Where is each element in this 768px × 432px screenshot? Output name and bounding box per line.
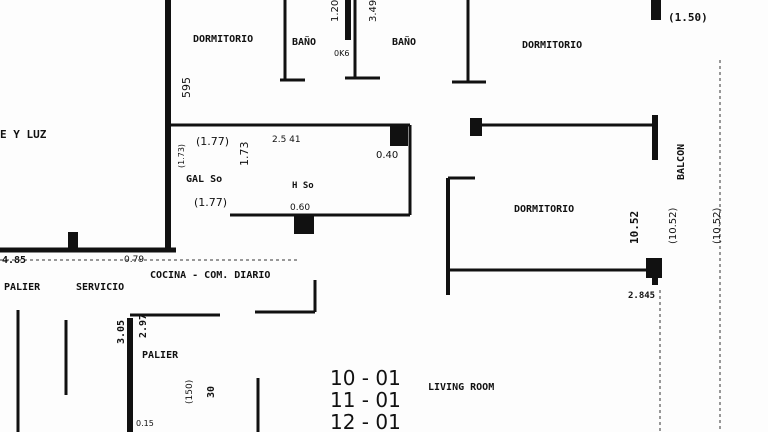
dim-label: (1.77) xyxy=(196,135,229,148)
dim-label: 10.52 xyxy=(628,211,641,244)
dim-label: (1.77) xyxy=(194,196,227,209)
room-label-balcon: BALCON xyxy=(676,144,687,180)
dim-label: (10.52) xyxy=(668,207,679,244)
room-label-cocina: COCINA - COM. DIARIO xyxy=(150,270,270,281)
unit-note: 11 - 01 xyxy=(330,388,401,412)
dim-label: 4.85 xyxy=(2,255,26,266)
unit-note: 12 - 01 xyxy=(330,410,401,432)
dim-label: 0.40 xyxy=(376,150,398,161)
room-label-bano: BAÑO xyxy=(292,35,316,48)
dim-label: (10.52) xyxy=(712,207,723,244)
dim-label: 1.20 xyxy=(330,0,341,22)
room-label-palier: PALIER xyxy=(4,282,41,293)
dim-label: 0.15 xyxy=(136,419,154,428)
room-label-galeria: GAL So xyxy=(186,174,222,185)
room-label-servicio: SERVICIO xyxy=(76,282,124,293)
dim-label: 595 xyxy=(180,77,193,98)
room-label-bano: BAÑO xyxy=(392,35,416,48)
dim-label: 2.5 41 xyxy=(272,135,301,145)
dim-label: 0.79 xyxy=(124,255,144,265)
dim-label: 3.05 xyxy=(116,320,127,344)
dimension-lines xyxy=(0,60,721,432)
dim-label: 2.845 xyxy=(628,291,655,301)
room-label-hall: H So xyxy=(292,181,314,191)
columns xyxy=(68,118,662,278)
walls xyxy=(0,0,661,432)
column xyxy=(68,232,78,250)
room-label-living: LIVING ROOM xyxy=(428,382,494,393)
dim-label: 1.73 xyxy=(238,142,251,167)
room-labels: DORMITORIO BAÑO BAÑO DORMITORIO DORMITOR… xyxy=(0,34,687,393)
dim-label: (1.50) xyxy=(668,11,708,24)
dim-label: (1.73) xyxy=(177,144,186,168)
room-label-fragment: E Y LUZ xyxy=(0,128,47,141)
room-label-palier: PALIER xyxy=(142,350,179,361)
column xyxy=(294,214,314,234)
room-label-dormitorio: DORMITORIO xyxy=(514,204,574,215)
dim-label: 0K6 xyxy=(334,49,349,58)
dimension-labels: 595 (1.77) (1.73) 1.73 2.5 41 0.40 (1.77… xyxy=(2,0,723,428)
dim-label: (150) xyxy=(185,380,195,404)
dim-label: 0.60 xyxy=(290,203,310,213)
dim-label: 2.97 xyxy=(138,314,149,338)
room-label-dormitorio: DORMITORIO xyxy=(193,34,253,45)
dim-label: 3.49 xyxy=(368,0,379,22)
dim-label: 30 xyxy=(206,386,217,398)
column xyxy=(646,258,662,278)
column xyxy=(470,118,482,136)
column xyxy=(390,124,408,146)
room-label-dormitorio: DORMITORIO xyxy=(522,40,582,51)
unit-note: 10 - 01 xyxy=(330,366,401,390)
unit-notes: 10 - 01 11 - 01 12 - 01 xyxy=(330,366,401,432)
